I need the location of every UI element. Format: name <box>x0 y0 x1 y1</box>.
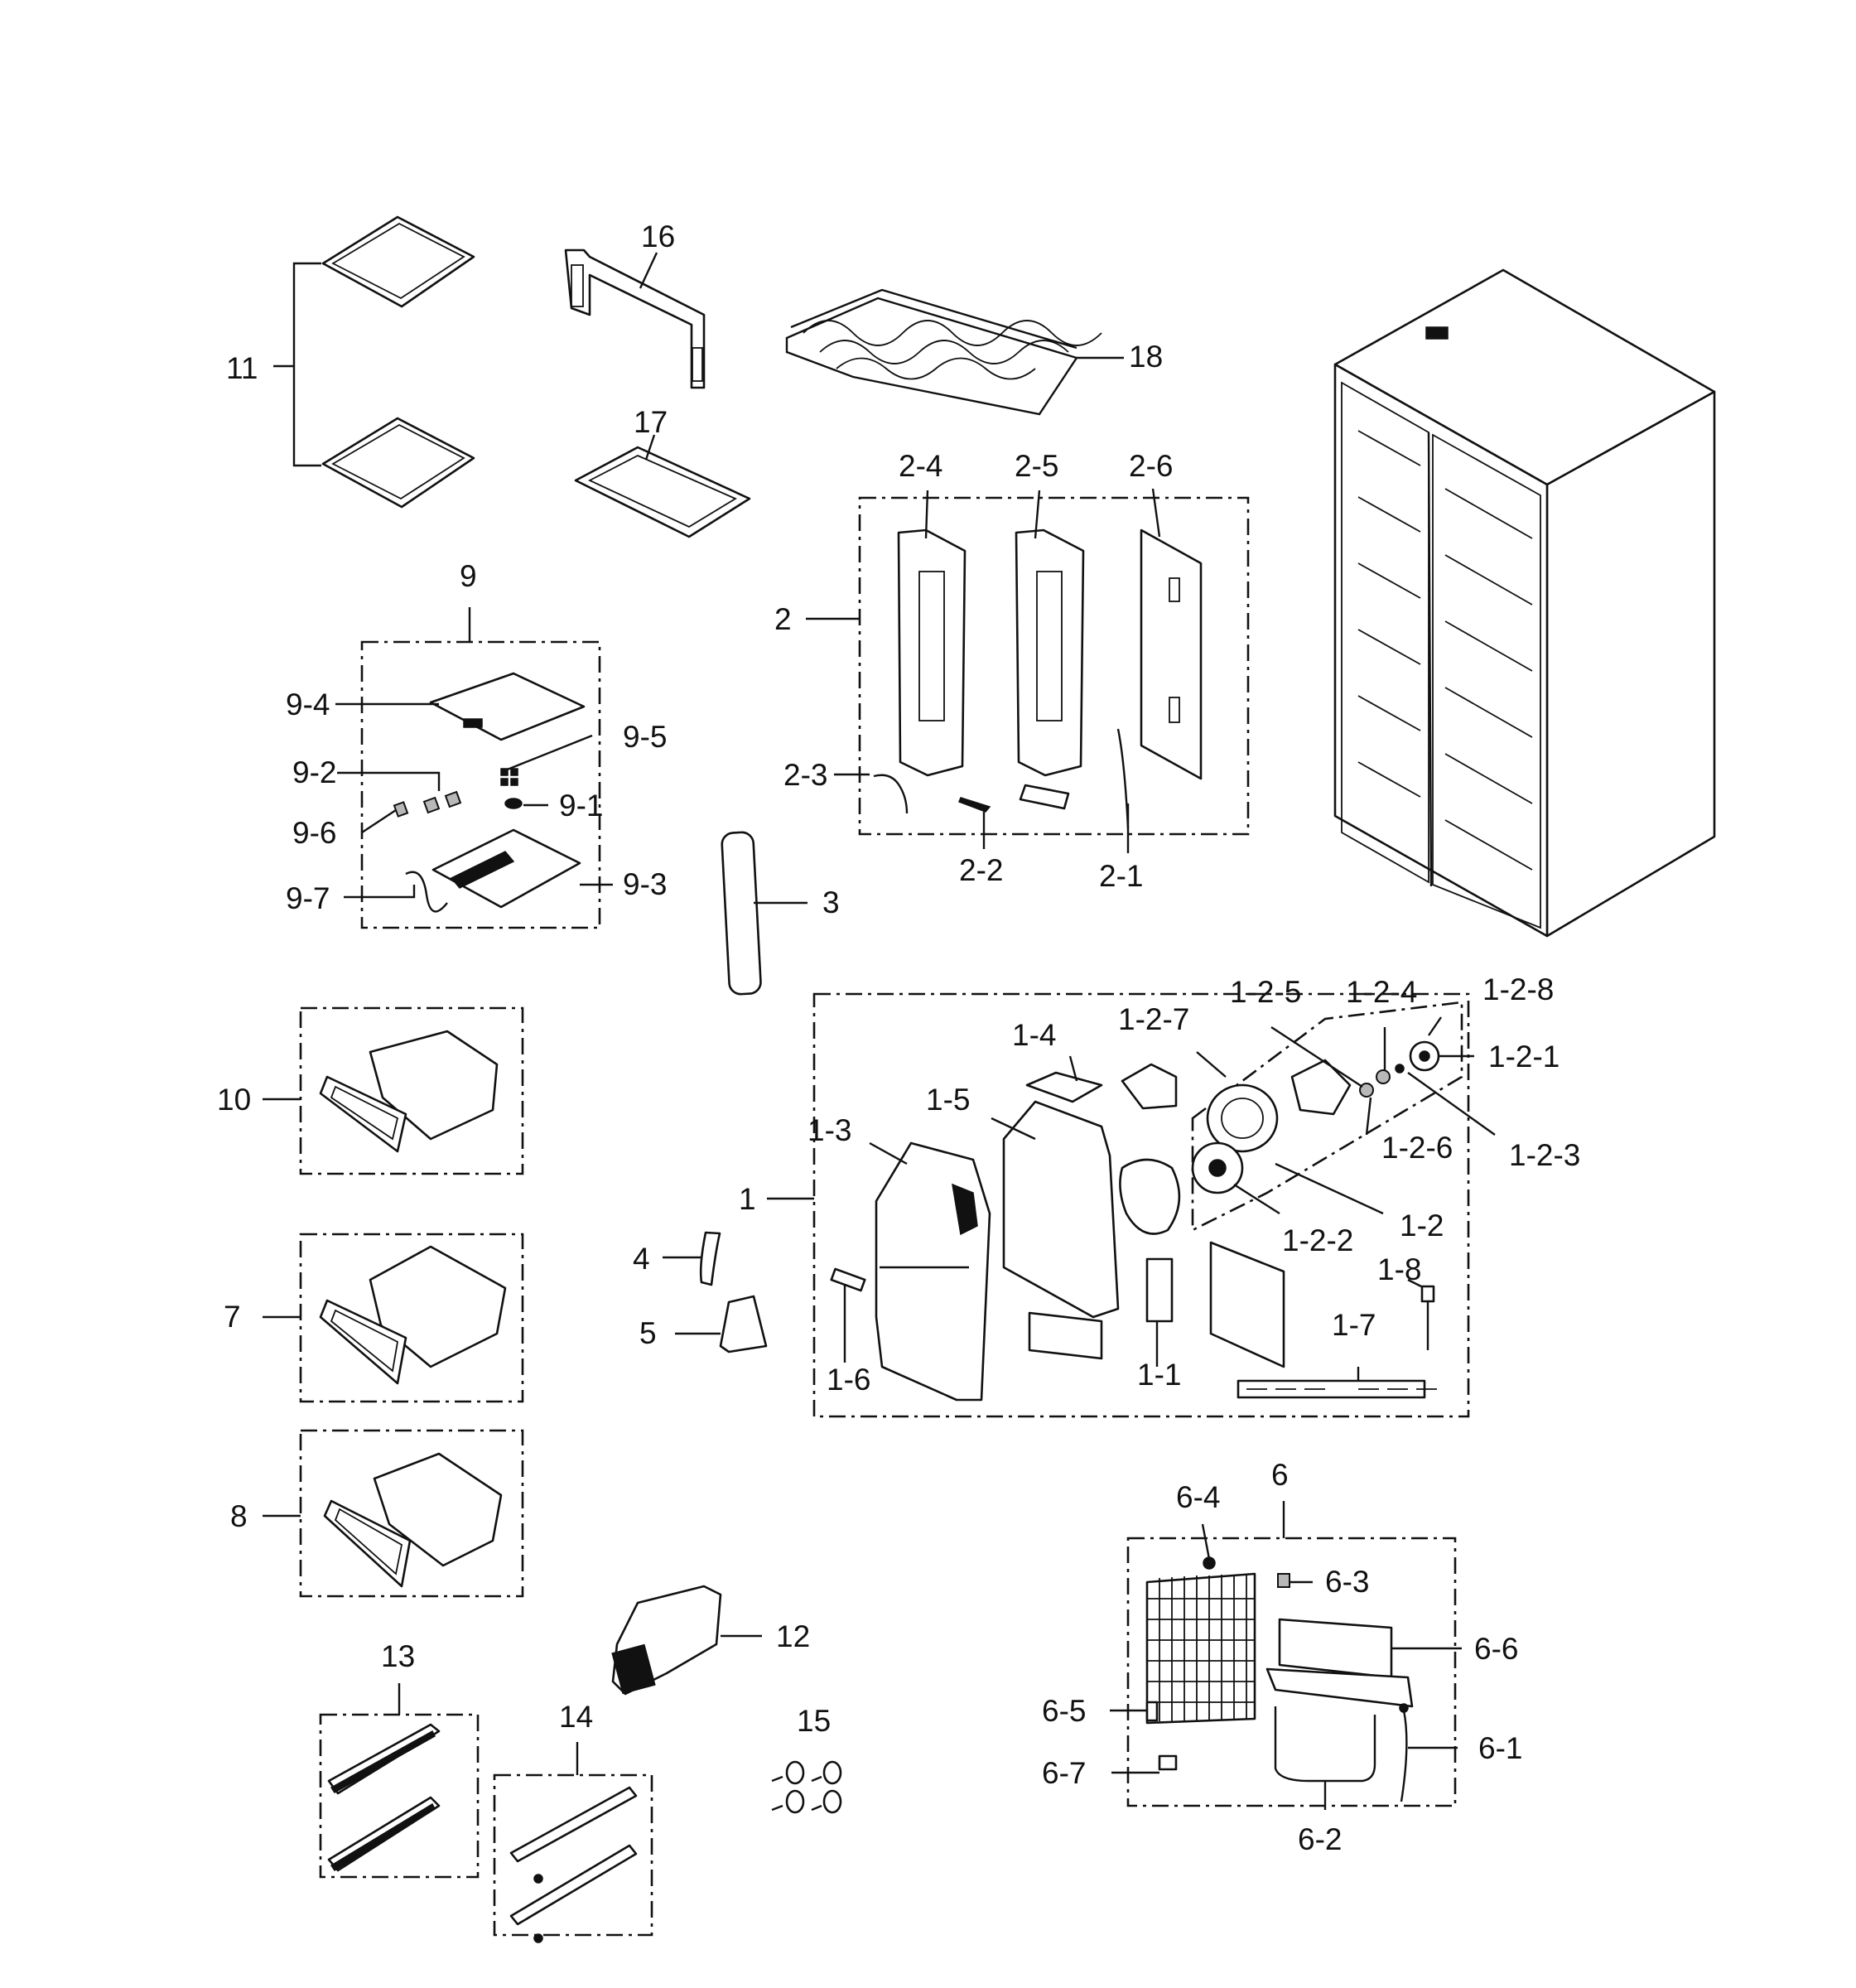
label-1-8: 1-8 <box>1377 1252 1421 1286</box>
label-1-4: 1-4 <box>1012 1018 1056 1052</box>
part-3-strip <box>721 831 807 996</box>
label-9-6: 9-6 <box>292 816 336 850</box>
label-2-1: 2-1 <box>1099 859 1143 893</box>
label-11: 11 <box>226 351 258 385</box>
label-1-6: 1-6 <box>827 1363 870 1397</box>
part-number-labels: 11 16 17 18 2-4 2-5 2-6 2 2-3 2-2 2-1 9 … <box>217 220 1580 1856</box>
label-1-7: 1-7 <box>1332 1308 1376 1342</box>
label-6-3: 6-3 <box>1325 1565 1369 1599</box>
label-9-5: 9-5 <box>623 720 667 754</box>
label-1-2-3: 1-2-3 <box>1509 1138 1580 1172</box>
label-2-2: 2-2 <box>959 853 1003 887</box>
label-1-2-4: 1-2-4 <box>1346 975 1417 1009</box>
label-8: 8 <box>230 1499 248 1533</box>
label-1-3: 1-3 <box>807 1113 851 1147</box>
label-1-2-1: 1-2-1 <box>1488 1040 1560 1074</box>
label-6-1: 6-1 <box>1478 1731 1522 1765</box>
part-16-frame <box>564 248 706 389</box>
label-14: 14 <box>559 1700 593 1734</box>
label-9: 9 <box>460 559 477 593</box>
label-9-4: 9-4 <box>286 688 330 721</box>
part-7-drawer <box>263 1233 524 1403</box>
label-2-4: 2-4 <box>899 449 942 483</box>
part-6-evaporator <box>1110 1501 1462 1810</box>
label-3: 3 <box>822 885 840 919</box>
label-9-1: 9-1 <box>559 789 603 823</box>
label-1-2-7: 1-2-7 <box>1118 1002 1189 1036</box>
label-2-5: 2-5 <box>1015 449 1058 483</box>
label-18: 18 <box>1129 340 1163 374</box>
part-18-wire-basket <box>785 288 1124 416</box>
part-14-rails <box>493 1742 653 1943</box>
label-1-1: 1-1 <box>1137 1358 1181 1392</box>
label-7: 7 <box>224 1300 241 1334</box>
label-1: 1 <box>739 1182 756 1216</box>
part-15-screws <box>771 1760 842 1814</box>
label-6-6: 6-6 <box>1474 1632 1518 1666</box>
label-1-5: 1-5 <box>926 1083 970 1117</box>
label-2-3: 2-3 <box>783 758 827 792</box>
label-17: 17 <box>634 405 668 439</box>
label-13: 13 <box>381 1639 415 1673</box>
part-1-assembly <box>767 992 1496 1418</box>
label-12: 12 <box>776 1619 810 1653</box>
part-9-assembly <box>335 607 613 929</box>
label-2-6: 2-6 <box>1129 449 1173 483</box>
label-10: 10 <box>217 1083 251 1117</box>
label-1-2-2: 1-2-2 <box>1282 1223 1353 1257</box>
part-4-and-5 <box>663 1231 768 1353</box>
label-9-7: 9-7 <box>286 881 330 915</box>
part-12-ice-maker <box>611 1585 762 1696</box>
label-1-2-8: 1-2-8 <box>1482 972 1554 1006</box>
label-6: 6 <box>1271 1458 1289 1492</box>
part-17-tray <box>574 434 751 538</box>
label-4: 4 <box>633 1242 650 1276</box>
refrigerator-cabinet <box>1333 268 1716 938</box>
part-13-rails <box>319 1683 480 1879</box>
part-10-drawer <box>263 1006 524 1175</box>
label-9-3: 9-3 <box>623 867 667 901</box>
label-15: 15 <box>797 1704 831 1738</box>
label-6-4: 6-4 <box>1176 1480 1220 1514</box>
label-6-7: 6-7 <box>1042 1756 1086 1790</box>
label-2: 2 <box>774 602 792 636</box>
label-16: 16 <box>641 220 675 253</box>
part-2-assembly <box>806 488 1250 853</box>
label-6-2: 6-2 <box>1298 1822 1342 1856</box>
label-1-2-6: 1-2-6 <box>1381 1131 1453 1165</box>
part-11-shelves <box>273 215 475 509</box>
label-6-5: 6-5 <box>1042 1694 1086 1728</box>
label-5: 5 <box>639 1316 657 1350</box>
label-1-2: 1-2 <box>1400 1209 1444 1242</box>
label-9-2: 9-2 <box>292 755 336 789</box>
part-8-drawer <box>263 1429 524 1598</box>
label-1-2-5: 1-2-5 <box>1230 975 1301 1009</box>
